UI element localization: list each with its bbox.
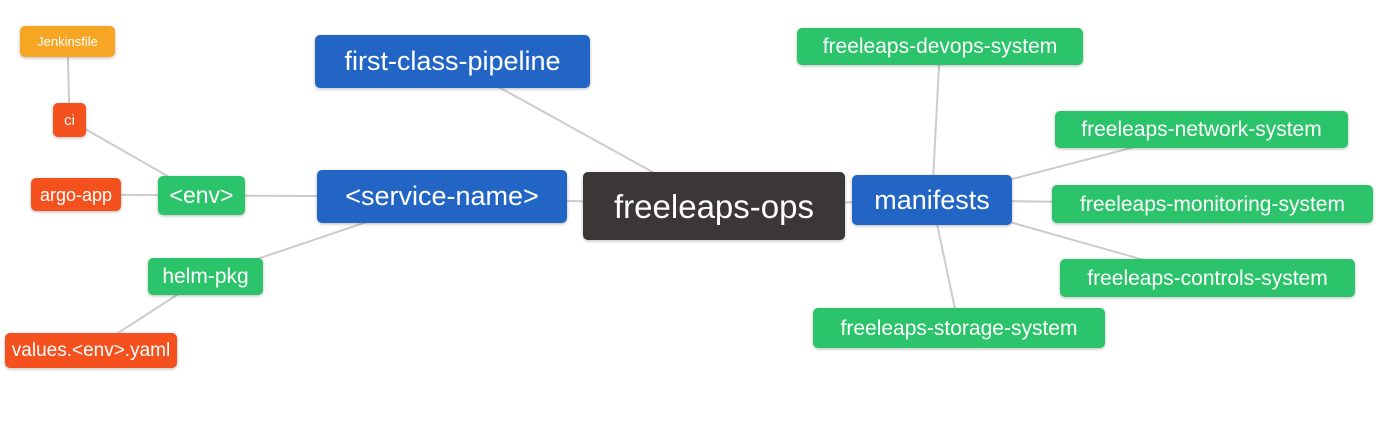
mindmap-node-first-class-pipeline[interactable]: first-class-pipeline — [315, 35, 590, 88]
mindmap-node-freeleaps-ops[interactable]: freeleaps-ops — [583, 172, 845, 240]
edge-manifests-to-devops-system — [931, 46, 941, 201]
mindmap-node-monitoring-system[interactable]: freeleaps-monitoring-system — [1052, 185, 1373, 223]
mindmap-node-ci[interactable]: ci — [53, 103, 86, 137]
mindmap-node-devops-system[interactable]: freeleaps-devops-system — [797, 28, 1083, 65]
mindmap-node-env[interactable]: <env> — [158, 176, 245, 215]
mindmap-node-values-env-yaml[interactable]: values.<env>.yaml — [5, 333, 177, 368]
mindmap-node-network-system[interactable]: freeleaps-network-system — [1055, 111, 1348, 148]
mindmap-node-helm-pkg[interactable]: helm-pkg — [148, 258, 263, 295]
mindmap-node-service-name[interactable]: <service-name> — [317, 170, 567, 223]
mindmap-node-controls-system[interactable]: freeleaps-controls-system — [1060, 259, 1355, 297]
mindmap-node-jenkinsfile[interactable]: Jenkinsfile — [20, 26, 115, 57]
mindmap-node-manifests[interactable]: manifests — [852, 175, 1012, 225]
mindmap-node-argo-app[interactable]: argo-app — [31, 178, 121, 211]
mindmap-node-storage-system[interactable]: freeleaps-storage-system — [813, 308, 1105, 348]
